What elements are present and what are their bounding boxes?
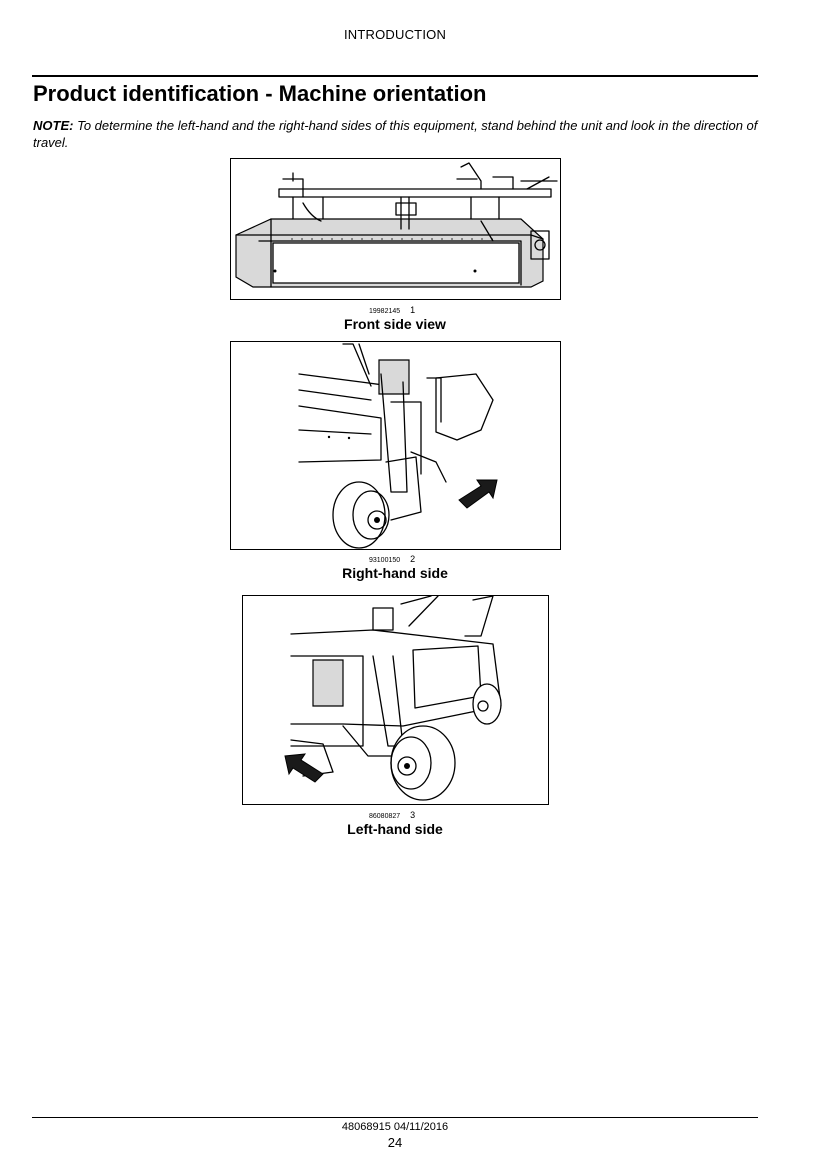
footer-rule <box>32 1117 758 1118</box>
figure-1-number: 1 <box>410 305 416 315</box>
note-paragraph: NOTE: To determine the left-hand and the… <box>33 117 763 151</box>
figure-2-number: 2 <box>410 554 416 564</box>
note-text: To determine the left-hand and the right… <box>33 118 758 150</box>
figure-3-reference: 86080827 3 <box>369 810 415 820</box>
mower-front-drawing <box>235 162 558 288</box>
figure-3-number: 3 <box>410 810 416 820</box>
left-hand-side-illustration <box>242 595 549 805</box>
page-number: 24 <box>387 1135 403 1150</box>
figure-2-caption: Right-hand side <box>342 565 448 581</box>
figure-2-ref-code: 93100150 <box>369 557 401 564</box>
header-rule <box>32 75 758 77</box>
figure-3-caption: Left-hand side <box>347 821 443 837</box>
note-label: NOTE: <box>33 118 74 133</box>
figure-1-ref-code: 19982145 <box>369 308 401 315</box>
figure-3-ref-code: 86080827 <box>369 813 401 820</box>
right-hand-side-illustration <box>230 341 561 550</box>
front-side-view-illustration <box>230 158 561 300</box>
figure-1-reference: 19982145 1 <box>369 305 415 315</box>
mower-right-side-drawing <box>298 343 498 549</box>
page-title: Product identification - Machine orienta… <box>33 81 487 106</box>
mower-left-side-drawing <box>284 596 502 801</box>
section-header: INTRODUCTION <box>343 27 447 42</box>
footer-document-id: 48068915 04/11/2016 <box>341 1121 449 1133</box>
figure-1-caption: Front side view <box>344 316 446 332</box>
figure-2-reference: 93100150 2 <box>369 554 415 564</box>
